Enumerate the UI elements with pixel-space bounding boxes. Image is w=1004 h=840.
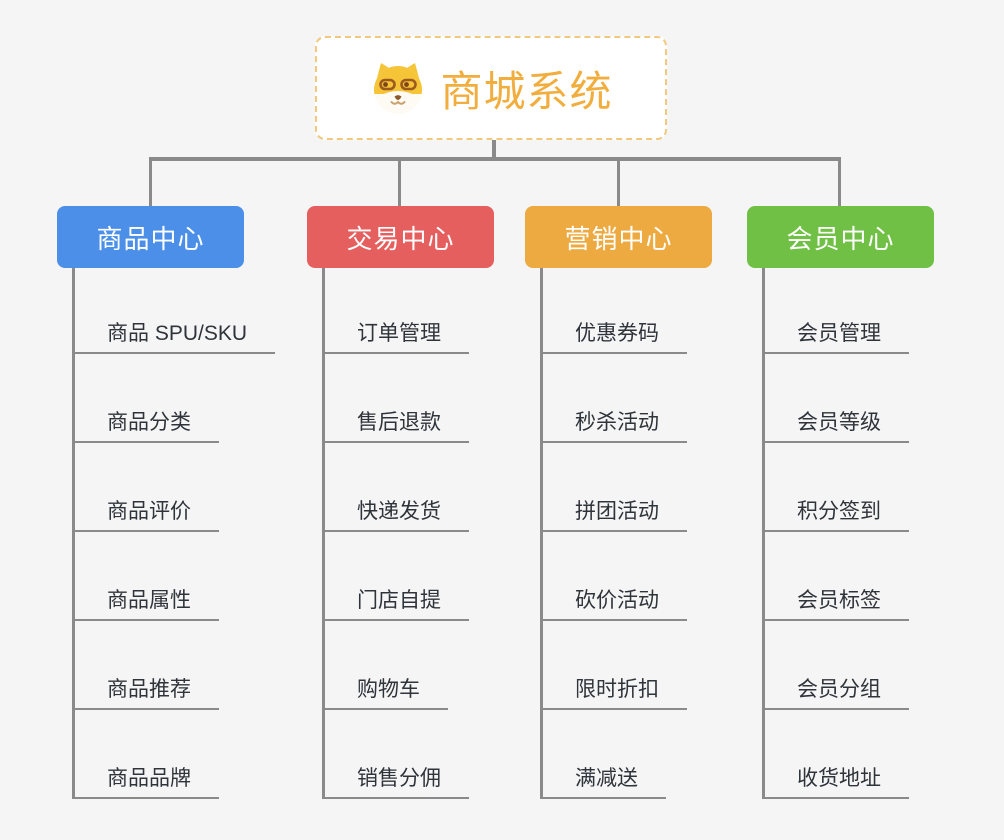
child-topic[interactable]: 会员标签: [765, 532, 909, 621]
child-topic[interactable]: 商品 SPU/SKU: [75, 268, 276, 354]
branch-trade: 交易中心 订单管理 售后退款 快递发货 门店自提 购物车 销售分佣: [307, 206, 494, 799]
child-topic[interactable]: 商品评价: [75, 443, 219, 532]
connector-drop-members: [838, 161, 841, 206]
branch-children: 会员管理 会员等级 积分签到 会员标签 会员分组 收货地址: [762, 268, 909, 799]
child-topic[interactable]: 会员管理: [765, 268, 909, 354]
branch-header[interactable]: 交易中心: [307, 206, 494, 268]
child-topic[interactable]: 会员分组: [765, 621, 909, 710]
child-topic[interactable]: 购物车: [325, 621, 448, 710]
child-topic[interactable]: 商品属性: [75, 532, 219, 621]
branch-header[interactable]: 商品中心: [57, 206, 244, 268]
shiba-dog-icon: [369, 61, 427, 115]
connector-drop-marketing: [617, 161, 620, 206]
branch-marketing: 营销中心 优惠券码 秒杀活动 拼团活动 砍价活动 限时折扣 满减送: [525, 206, 712, 799]
child-topic[interactable]: 快递发货: [325, 443, 469, 532]
child-topic[interactable]: 商品品牌: [75, 710, 219, 799]
connector-root-stub: [492, 140, 496, 158]
branch-products: 商品中心 商品 SPU/SKU 商品分类 商品评价 商品属性 商品推荐 商品品牌: [57, 206, 276, 799]
child-topic[interactable]: 订单管理: [325, 268, 469, 354]
root-topic[interactable]: 商城系统: [315, 36, 667, 140]
child-topic[interactable]: 优惠券码: [543, 268, 687, 354]
child-topic[interactable]: 限时折扣: [543, 621, 687, 710]
child-topic[interactable]: 商品推荐: [75, 621, 219, 710]
child-topic[interactable]: 满减送: [543, 710, 666, 799]
child-topic[interactable]: 秒杀活动: [543, 354, 687, 443]
child-topic[interactable]: 销售分佣: [325, 710, 469, 799]
root-topic-title: 商城系统: [440, 67, 613, 115]
branch-children: 商品 SPU/SKU 商品分类 商品评价 商品属性 商品推荐 商品品牌: [72, 268, 276, 799]
connector-bus: [149, 157, 841, 161]
child-topic[interactable]: 积分签到: [765, 443, 909, 532]
branch-members: 会员中心 会员管理 会员等级 积分签到 会员标签 会员分组 收货地址: [747, 206, 934, 799]
branch-header[interactable]: 营销中心: [525, 206, 712, 268]
child-topic[interactable]: 砍价活动: [543, 532, 687, 621]
child-topic[interactable]: 拼团活动: [543, 443, 687, 532]
child-topic[interactable]: 会员等级: [765, 354, 909, 443]
connector-drop-trade: [398, 161, 401, 206]
connector-drop-products: [149, 161, 152, 206]
child-topic[interactable]: 收货地址: [765, 710, 909, 799]
child-topic[interactable]: 售后退款: [325, 354, 469, 443]
branch-children: 优惠券码 秒杀活动 拼团活动 砍价活动 限时折扣 满减送: [540, 268, 687, 799]
branch-header[interactable]: 会员中心: [747, 206, 934, 268]
child-topic[interactable]: 商品分类: [75, 354, 219, 443]
branch-children: 订单管理 售后退款 快递发货 门店自提 购物车 销售分佣: [322, 268, 469, 799]
child-topic[interactable]: 门店自提: [325, 532, 469, 621]
